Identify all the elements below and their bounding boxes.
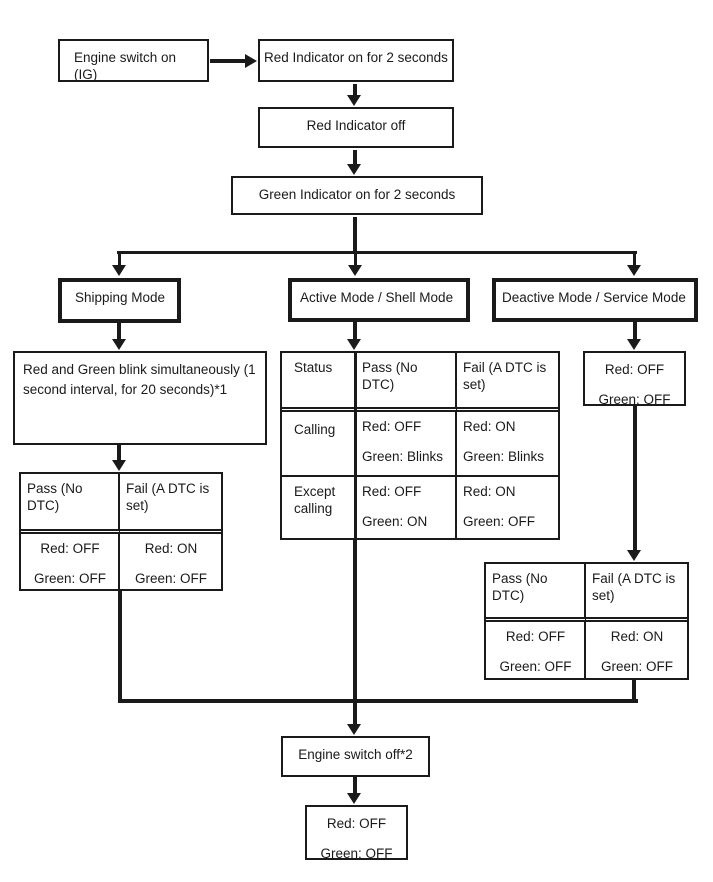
node-red-indicator-on: Red Indicator on for 2 seconds	[258, 39, 454, 82]
arrowhead-down-icon	[112, 265, 126, 276]
shipping-table-fail-cell: Red: ON Green: OFF	[134, 541, 207, 586]
active-table-row-except-label: Except calling	[282, 477, 356, 538]
node-red-indicator-off-label: Red Indicator off	[306, 118, 406, 133]
arrowhead-down-icon	[627, 550, 641, 561]
arrowhead-down-icon	[347, 724, 361, 735]
node-engine-switch-off: Engine switch off*2	[281, 736, 430, 777]
active-table-calling-pass-cell: Red: OFF Green: Blinks	[356, 412, 457, 477]
connector-shippingtable-converge	[118, 591, 122, 703]
connector-active-activetable	[353, 322, 357, 340]
active-table-except-fail-cell: Red: ON Green: OFF	[463, 484, 536, 529]
node-red-indicator-off: Red Indicator off	[258, 107, 454, 148]
active-result-table: Status Pass (No DTC) Fail (A DTC is set)…	[280, 351, 560, 540]
active-table-calling-fail-cell: Red: ON Green: Blinks	[457, 412, 558, 477]
node-engine-switch-off-label: Engine switch off*2	[298, 747, 413, 762]
connector-engineoff-final	[353, 777, 357, 794]
arrowhead-down-icon	[627, 339, 641, 350]
node-active-mode-label: Active Mode / Shell Mode	[300, 290, 454, 305]
shipping-table-pass-cell: Red: OFF Green: OFF	[21, 534, 120, 589]
arrowhead-down-icon	[112, 339, 126, 350]
shipping-table-header-pass: Pass (No DTC)	[21, 474, 120, 534]
active-table-header-pass: Pass (No DTC)	[356, 353, 457, 412]
connector-branch-deactive	[633, 251, 636, 266]
connector-shipping-blink	[117, 323, 121, 340]
shipping-table-header-fail: Fail (A DTC is set)	[120, 474, 221, 534]
node-deactive-entry-state: Red: OFF Green: OFF	[583, 351, 686, 407]
deactive-table-fail-cell: Red: ON Green: OFF	[600, 629, 673, 674]
arrowhead-down-icon	[112, 460, 126, 471]
node-shipping-mode-label: Shipping Mode	[75, 290, 166, 305]
deactive-table-pass-cell: Red: OFF Green: OFF	[486, 622, 586, 678]
shipping-result-table: Pass (No DTC) Fail (A DTC is set) Red: O…	[19, 472, 223, 591]
deactive-table-header-fail: Fail (A DTC is set)	[586, 564, 687, 622]
arrowhead-down-icon	[348, 265, 362, 276]
connector-branch-shipping	[118, 251, 121, 266]
active-table-row-calling-label: Calling	[282, 412, 356, 477]
flow-line-through-active-table	[354, 353, 357, 538]
node-blink-simultaneously-label: Red and Green blink simultaneously (1 se…	[23, 362, 256, 397]
node-engine-switch-on: Engine switch on (IG)	[58, 39, 209, 82]
connector-deactive-entrystate	[633, 322, 637, 340]
active-table-header-status: Status	[282, 353, 356, 412]
node-red-indicator-on-label: Red Indicator on for 2 seconds	[264, 50, 448, 65]
node-green-indicator-on: Green Indicator on for 2 seconds	[231, 176, 483, 215]
node-deactive-mode: Deactive Mode / Service Mode	[492, 278, 698, 322]
converge-line	[118, 699, 638, 703]
connector-greenon-branch	[353, 217, 357, 253]
connector-converge-engineoff	[353, 703, 357, 725]
arrowhead-down-icon	[347, 339, 361, 350]
connector-engineon-redon	[210, 59, 246, 63]
connector-activetable-converge	[353, 540, 357, 703]
connector-blink-shippingtable	[117, 445, 121, 461]
branch-split-line	[117, 251, 637, 254]
connector-entrystate-deactivetable	[633, 406, 637, 551]
connector-redon-redoff	[353, 84, 357, 96]
node-deactive-mode-label: Deactive Mode / Service Mode	[502, 290, 686, 305]
node-final-state: Red: OFF Green: OFF	[305, 805, 408, 861]
node-blink-simultaneously: Red and Green blink simultaneously (1 se…	[13, 351, 267, 445]
node-active-mode: Active Mode / Shell Mode	[288, 278, 470, 322]
node-green-indicator-on-label: Green Indicator on for 2 seconds	[258, 187, 456, 202]
active-table-except-pass-cell: Red: OFF Green: ON	[356, 477, 457, 538]
active-table-header-fail: Fail (A DTC is set)	[457, 353, 558, 412]
arrowhead-down-icon	[347, 793, 361, 804]
deactive-result-table: Pass (No DTC) Fail (A DTC is set) Red: O…	[484, 562, 689, 680]
arrowhead-down-icon	[627, 265, 641, 276]
connector-branch-active	[354, 251, 357, 266]
node-engine-switch-on-label: Engine switch on (IG)	[74, 50, 177, 82]
arrowhead-right-icon	[245, 54, 257, 68]
node-shipping-mode: Shipping Mode	[58, 278, 181, 323]
connector-redoff-greenon	[353, 150, 357, 165]
connector-deactivetable-converge	[632, 680, 636, 703]
arrowhead-down-icon	[347, 95, 361, 106]
deactive-table-header-pass: Pass (No DTC)	[486, 564, 586, 622]
arrowhead-down-icon	[347, 164, 361, 175]
